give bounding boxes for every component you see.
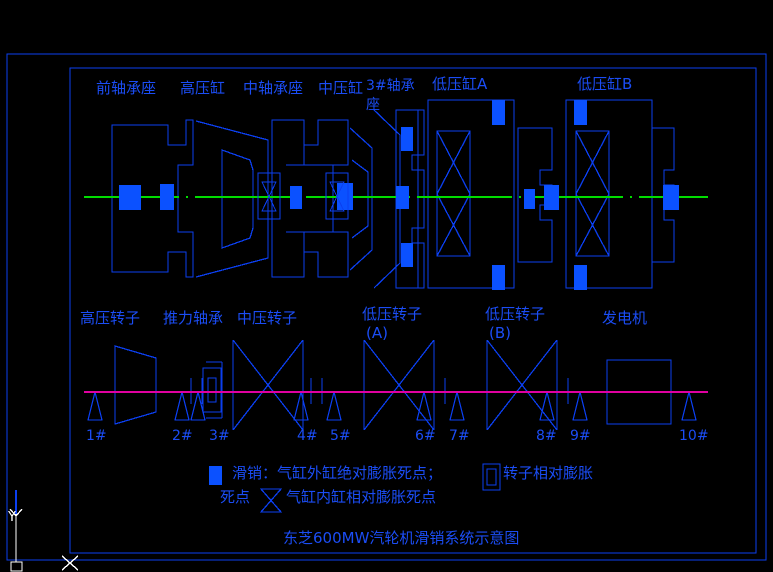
thrust-bearing-inner [207,377,217,403]
label-bearing-6: 6# [415,428,436,444]
bearing-support-1 [87,391,103,421]
label-lp-cylinder-b: 低压缸B [577,75,633,93]
label-generator: 发电机 [602,309,648,327]
bearing-support-7 [449,391,465,421]
ip-rotor-cross [232,339,304,431]
bearing-support-3 [190,391,206,421]
label-hp-rotor: 高压转子 [80,309,141,327]
bearing-support-5 [326,391,342,421]
legend-slide-pin-symbol [209,466,222,485]
label-middle-bearing-pedestal: 中轴承座 [243,79,304,97]
ucs-origin-box [10,561,23,572]
label-lp-rotor-b: 低压转子 [485,305,546,323]
slide-pin-bearing3-bot [401,243,413,267]
legend-inner-casing-bowtie-symbol [259,488,283,513]
lp-rotor-a-cross [363,339,435,431]
label-bearing-3-pedestal-line1: 3#轴承 [366,78,415,94]
slide-pin-bearing3-top [401,127,413,151]
label-bearing-8: 8# [536,428,557,444]
legend-text-line2-part2: 气缸内缸相对膨胀死点 [286,488,437,506]
casing-box-hp [257,172,281,220]
lp-cylinder-a-housing [427,99,515,289]
front-bearing-pedestal [111,119,194,278]
slide-pin-bearing3-axis [396,186,409,209]
legend-text-line1-part2: 转子相对膨胀 [503,464,594,482]
label-lp-rotor-a-suffix: (A) [366,324,388,342]
label-lp-cylinder-a: 低压缸A [432,75,488,93]
outer-frame [6,53,767,561]
casing-bowtie-hp [261,181,277,212]
label-bearing-3: 3# [209,428,230,444]
label-ip-rotor: 中压转子 [237,309,298,327]
label-bearing-4: 4# [297,428,318,444]
slide-pin-middle-hp [160,184,174,210]
lp-cylinder-b-cross [575,130,610,257]
casing-assembly [111,99,675,289]
hp-cylinder-inner [221,149,254,249]
thrust-bearing-bracket [206,361,222,419]
slide-pin-lpa-bot [492,265,505,290]
middle-pedestal-neck [286,164,333,233]
slide-pin-front-pedestal [119,185,141,210]
label-bearing-7: 7# [449,428,470,444]
hp-cylinder-outer [195,120,269,278]
bearing-support-9 [572,391,588,421]
casing-box-ip [325,172,349,220]
label-bearing-3-pedestal-line2: 座 [366,97,380,113]
label-thrust-bearing: 推力轴承 [163,309,224,327]
slide-pin-middle-pedestal [290,186,302,209]
label-front-bearing-pedestal: 前轴承座 [96,79,157,97]
label-bearing-2: 2# [172,428,193,444]
slide-pin-lpb-top [574,100,587,125]
label-bearing-1: 1# [86,428,107,444]
lp-cylinder-a-flow [436,130,471,257]
lp-cylinder-a-cross [436,130,471,257]
slide-pin-lpb-left [544,185,559,210]
ip-cylinder-inner [351,159,369,239]
slide-pin-group [119,100,679,290]
label-hp-cylinder: 高压缸 [180,79,226,97]
label-bearing-9: 9# [570,428,591,444]
bearing-support-4 [293,391,309,421]
slide-pin-generator-end [663,185,679,210]
hp-rotor [114,345,157,425]
inner-frame [69,67,757,554]
label-bearing-5: 5# [330,428,351,444]
label-lp-rotor-b-suffix: (B) [489,324,511,342]
legend-rotor-expansion-symbol [482,463,501,491]
label-lp-rotor-a: 低压转子 [362,305,423,323]
ip-cylinder-outer [349,127,373,271]
ucs-icon [9,505,23,572]
slide-pin-lpb-bot [574,265,587,290]
label-ip-cylinder: 中压缸 [318,79,364,97]
drawing-title: 东芝600MW汽轮机滑销系统示意图 [283,529,520,547]
lp-rotor-b-cross [486,339,558,431]
legend-text-line1-part1: 滑销：气缸外缸绝对膨胀死点； [232,464,443,482]
thrust-bearing-outer [202,367,222,413]
legend-rotor-expansion-inner [486,468,497,486]
crosshair-cursor [61,555,79,571]
slide-pin-ip-front [337,183,353,210]
slide-pin-lpa-right [524,189,535,209]
label-bearing-10: 10# [679,428,709,444]
ucs-y-axis-label: Y [8,510,16,525]
slide-pin-lpa-top [492,100,505,125]
bearing-support-6 [416,391,432,421]
middle-bearing-pedestal [271,119,349,278]
lp-cylinder-b-flow [575,130,610,257]
bearing-support-8 [539,391,555,421]
bearing-3-pedestal [395,109,425,289]
bearing-tick-marks [190,378,569,404]
bearing-support-2 [174,391,190,421]
bearing-support-10 [681,391,697,421]
legend-text-line2-part1: 死点 [220,488,251,506]
casing-bowtie-ip [329,181,345,212]
rotor-assembly [87,339,697,431]
